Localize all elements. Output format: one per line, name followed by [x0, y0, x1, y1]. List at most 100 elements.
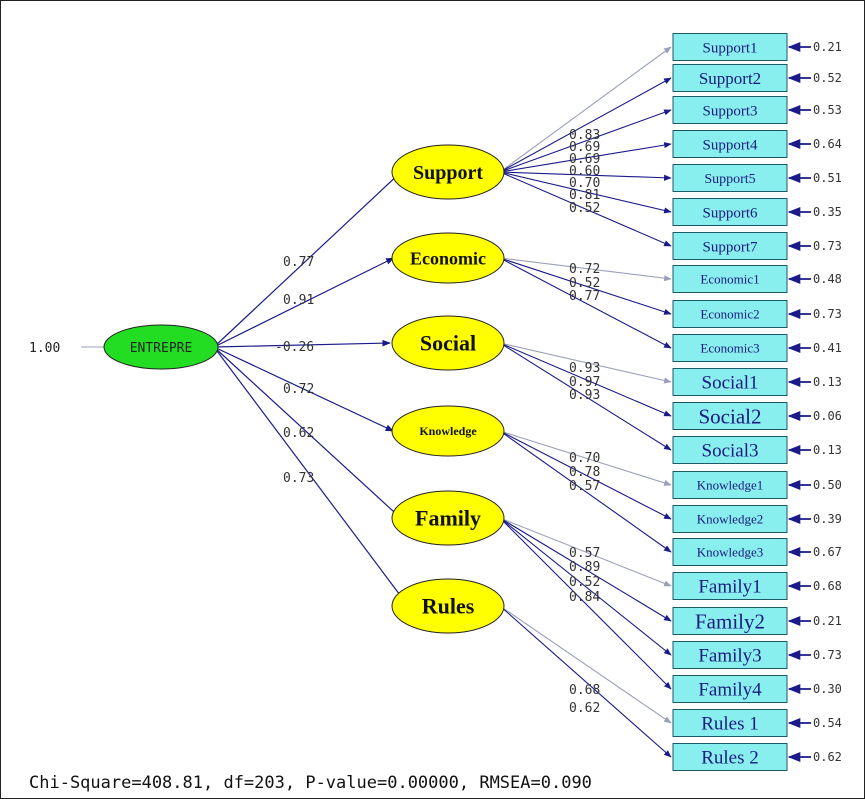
indicator-label: Support5: [704, 172, 755, 187]
indicator-loading-label: 0.69: [569, 152, 600, 167]
indicator-loading-label: 0.57: [569, 479, 600, 494]
indicator-label: Support2: [699, 69, 761, 88]
error-variance-label: 0.62: [813, 750, 842, 764]
indicator-box: [672, 641, 788, 669]
indicator-label: Social3: [702, 441, 759, 462]
indicator-box: [672, 334, 788, 362]
indicator-box: [672, 33, 788, 61]
indicator-box: [672, 471, 788, 499]
indicator-label: Knowledge1: [697, 478, 763, 493]
loading-path: [499, 517, 672, 587]
indicator-loading-label: 0.60: [569, 164, 600, 179]
indicator-box: [672, 265, 788, 293]
indicator-label: Support4: [702, 137, 758, 153]
structural-loading-label: 0.91: [283, 293, 314, 308]
indicator-label: Knowledge2: [697, 512, 763, 527]
loading-path: [499, 430, 672, 520]
error-variance-label: 0.21: [813, 614, 842, 628]
latent-node-label: Knowledge: [419, 424, 477, 438]
root-variance-label: 1.00: [29, 341, 60, 356]
indicator-loading-label: 0.52: [569, 276, 600, 291]
indicator-loading-label: 0.70: [569, 451, 600, 466]
indicator-loading-label: 0.89: [569, 560, 600, 575]
error-variance-label: 0.48: [813, 272, 842, 286]
root-node: [103, 324, 219, 370]
indicator-box: [672, 130, 788, 158]
indicator-loading-label: 0.81: [569, 188, 600, 203]
error-variance-label: 0.51: [813, 171, 842, 185]
error-variance-label: 0.54: [813, 716, 842, 730]
indicator-label: Economic3: [700, 341, 759, 356]
indicator-box: [672, 64, 788, 92]
indicator-label: Family3: [698, 646, 761, 667]
loading-path: [499, 171, 672, 214]
indicator-loading-label: 0.70: [569, 176, 600, 191]
indicator-box: [672, 96, 788, 124]
indicator-box: [672, 300, 788, 328]
indicator-loading-label: 0.52: [569, 575, 600, 590]
fit-statistics: Chi-Square=408.81, df=203, P-value=0.000…: [29, 773, 592, 793]
indicator-loading-label: 0.83: [569, 128, 600, 143]
loading-path: [499, 342, 672, 417]
error-variance-label: 0.68: [813, 579, 842, 593]
indicator-label: Support3: [702, 103, 757, 119]
loading-path: [499, 46, 672, 173]
indicator-loading-label: 0.52: [569, 201, 600, 216]
indicator-loading-label: 0.62: [569, 701, 600, 716]
loading-path: [499, 605, 672, 724]
indicator-loading-label: 0.68: [569, 683, 600, 698]
structural-loading-label: 0.77: [283, 255, 314, 270]
loading-path: [499, 257, 672, 282]
error-variance-label: 0.06: [813, 409, 842, 423]
loading-path: [499, 605, 672, 758]
latent-node-rules: [391, 578, 505, 634]
structural-path-economic: [213, 257, 395, 348]
error-variance-label: 0.53: [813, 103, 842, 117]
indicator-box: [672, 675, 788, 703]
error-variance-label: 0.52: [813, 71, 842, 85]
latent-node-support: [391, 144, 505, 200]
indicator-label: Family1: [698, 577, 761, 598]
structural-loading-label: 0.62: [283, 426, 314, 441]
indicator-loading-label: 0.69: [569, 140, 600, 155]
loading-path: [499, 342, 672, 451]
error-variance-label: 0.73: [813, 307, 842, 321]
indicator-box: [672, 709, 788, 737]
loading-path: [499, 342, 672, 384]
latent-node-label: Family: [415, 506, 481, 531]
structural-path-knowledge: [213, 346, 394, 432]
loading-path: [499, 77, 672, 173]
loading-path: [499, 142, 672, 173]
indicator-box: [672, 164, 788, 192]
error-variance-label: 0.67: [813, 545, 842, 559]
loading-path: [499, 430, 672, 486]
loading-path: [499, 257, 672, 315]
indicator-loading-label: 0.77: [569, 289, 600, 304]
loading-path: [499, 171, 672, 247]
error-variance-label: 0.30: [813, 682, 842, 696]
error-variance-label: 0.13: [813, 443, 842, 457]
path-diagram: ENTREPRESupportEconomicSocialKnowledgeFa…: [29, 33, 842, 771]
indicator-loading-label: 0.72: [569, 262, 600, 277]
loading-path: [499, 171, 672, 181]
indicator-box: [672, 505, 788, 533]
loading-path: [499, 109, 672, 173]
indicator-loading-label: 0.97: [569, 375, 600, 390]
indicator-label: Rules 2: [701, 748, 759, 769]
structural-loading-label: 0.72: [283, 382, 314, 397]
structural-path-family: [213, 346, 402, 519]
indicator-box: [672, 232, 788, 260]
indicator-box: [672, 402, 788, 430]
latent-node-knowledge: [391, 405, 505, 457]
error-variance-label: 0.21: [813, 40, 842, 54]
indicator-label: Family4: [698, 680, 762, 701]
latent-node-label: Support: [413, 162, 483, 184]
structural-loading-label: -0.26: [275, 340, 314, 355]
loading-path: [499, 517, 672, 690]
latent-node-family: [391, 490, 505, 546]
error-variance-label: 0.50: [813, 478, 842, 492]
indicator-box: [672, 743, 788, 771]
error-variance-label: 0.73: [813, 648, 842, 662]
error-variance-label: 0.13: [813, 375, 842, 389]
indicator-label: Social1: [702, 373, 759, 394]
